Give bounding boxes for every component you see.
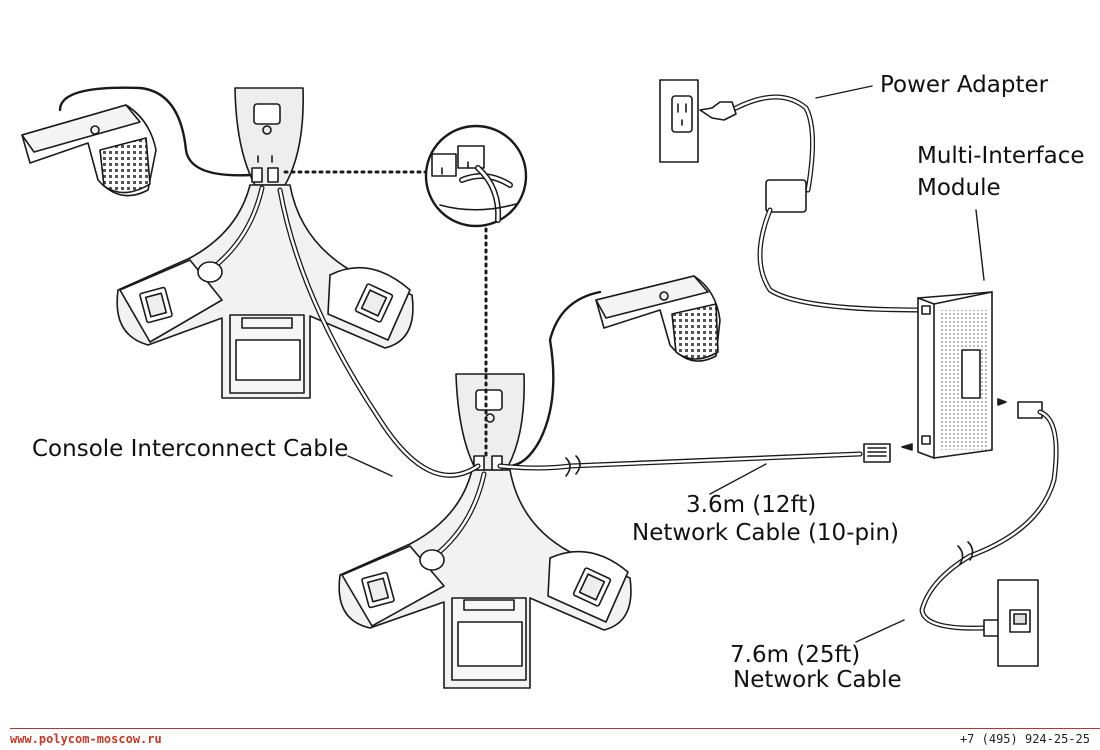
mic-cable-top [58, 86, 252, 177]
net-cable-short-label-line1: 3.6m (12ft) [686, 492, 817, 518]
footer-phone: +7 (495) 924-25-25 [959, 732, 1090, 746]
leader-net-short [709, 463, 767, 495]
footer-website-link[interactable]: www.polycom-moscow.ru [10, 732, 162, 746]
power-adapter-label: Power Adapter [880, 72, 1049, 98]
wall-jack [997, 579, 1039, 667]
mim-label-line1: Multi-Interface [917, 143, 1085, 169]
mic-cable-bottom [503, 290, 602, 468]
power-adapter [699, 94, 925, 313]
leader-console-cable [347, 455, 393, 477]
net-cable-long-label-line2: Network Cable [733, 667, 902, 693]
power-outlet [659, 79, 699, 163]
port-detail-callout [283, 124, 528, 458]
leader-power-adapter [815, 85, 873, 99]
console-top [116, 87, 414, 399]
network-cable-10pin [497, 443, 913, 477]
net-cable-long-label-line1: 7.6m (25ft) [730, 642, 861, 668]
leader-net-long [855, 619, 905, 643]
footer-divider [10, 728, 1100, 729]
leader-mim [975, 209, 985, 281]
multi-interface-module [917, 291, 1043, 459]
console-bottom [338, 373, 632, 689]
mim-label-line2: Module [917, 175, 1001, 201]
extension-mic-top [21, 104, 157, 197]
net-cable-short-label-line2: Network Cable (10-pin) [632, 520, 900, 546]
extension-mic-bottom [595, 275, 721, 362]
console-cable-label: Console Interconnect Cable [32, 436, 349, 462]
